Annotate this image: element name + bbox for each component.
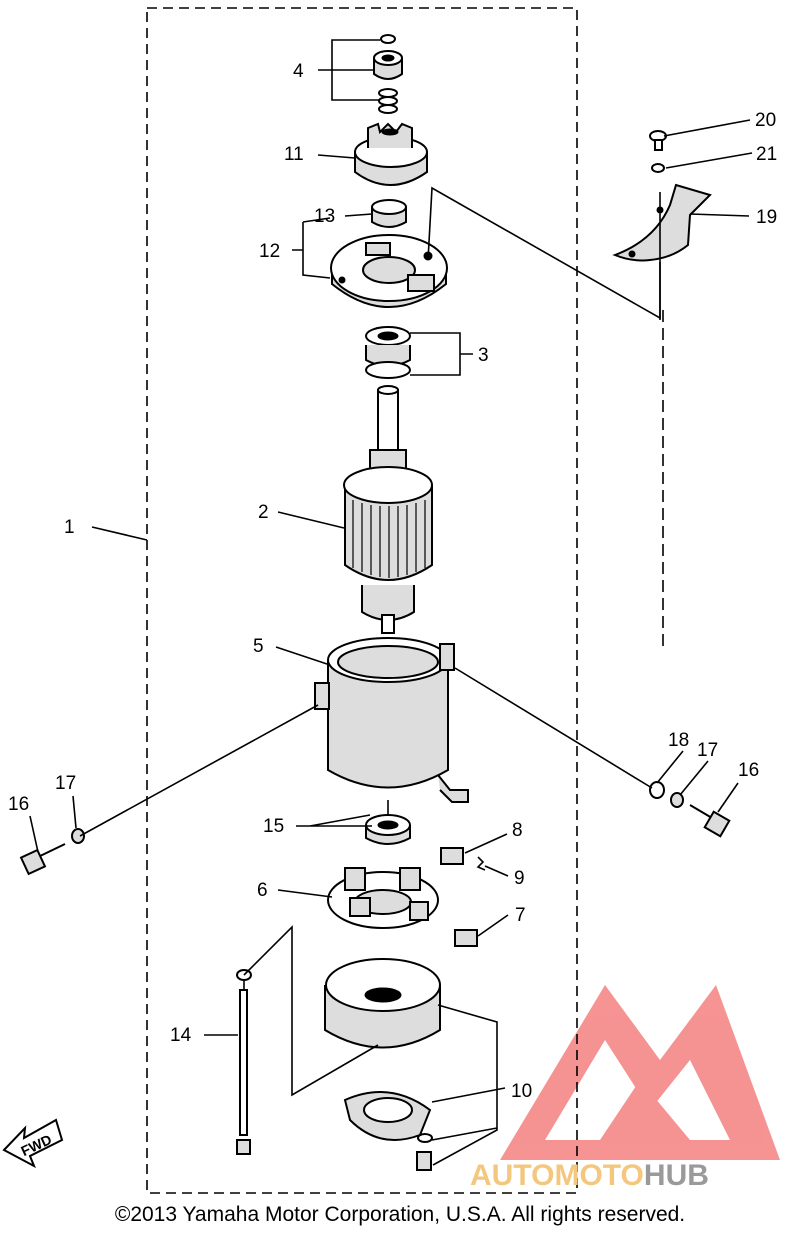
callout-7: 7 [515, 905, 526, 926]
part-21-washer [651, 163, 665, 173]
part-19-bracket [612, 183, 712, 262]
watermark-auto: AUTO [470, 1159, 554, 1192]
callout-13: 13 [314, 206, 335, 227]
part-10-rear-cover [324, 958, 441, 1171]
part-7-brush [454, 929, 478, 947]
part-5-yoke [314, 637, 469, 803]
part-4-collar-set [373, 34, 403, 114]
callout-20: 20 [755, 110, 776, 131]
callout-16-left: 16 [8, 794, 29, 815]
watermark-logo [500, 985, 780, 1160]
callout-1: 1 [64, 517, 75, 538]
callout-19: 19 [756, 207, 777, 228]
assembly-boundary [146, 7, 578, 1194]
fwd-arrow: FWD [2, 1118, 64, 1169]
part-15-washers [365, 814, 411, 845]
callout-11: 11 [284, 144, 304, 165]
watermark-moto: MOTO [554, 1159, 643, 1192]
connector-lines [79, 186, 664, 1097]
leader-lines [29, 39, 753, 1166]
callout-14: 14 [170, 1025, 192, 1046]
callout-8: 8 [512, 820, 523, 841]
callout-15: 15 [263, 816, 284, 837]
callout-18: 18 [668, 730, 689, 751]
copyright-notice: ©2013 Yamaha Motor Corporation, U.S.A. A… [114, 1203, 686, 1226]
part-13-bushing [371, 199, 407, 228]
callout-21: 21 [756, 144, 777, 165]
svg-text:AUTOMOTOHUB: AUTOMOTOHUB [470, 1159, 709, 1192]
callout-4: 4 [293, 61, 304, 82]
callout-12: 12 [259, 241, 280, 262]
callout-17-left: 17 [55, 773, 76, 794]
callout-5: 5 [253, 636, 264, 657]
callout-16-right: 16 [738, 760, 759, 781]
part-16-17-18-right-bolt [649, 781, 731, 838]
part-3-washers [365, 326, 411, 379]
part-11-pinion [354, 122, 428, 186]
part-12-front-bracket [330, 234, 448, 308]
callout-6: 6 [257, 880, 268, 901]
part-9-spring [476, 856, 486, 871]
part-8-brush [440, 847, 464, 865]
callout-labels: 1 2 3 4 5 6 7 8 9 10 11 12 13 14 15 16 1… [8, 61, 777, 1102]
callout-10: 10 [511, 1081, 532, 1102]
part-2-armature [343, 385, 433, 634]
part-6-brush-holder [327, 867, 439, 929]
watermark-hub: HUB [644, 1159, 709, 1192]
callout-17-right: 17 [697, 740, 718, 761]
callout-3: 3 [478, 345, 489, 366]
callout-2: 2 [258, 502, 269, 523]
part-14-through-bolt [236, 969, 252, 1155]
part-20-bolt [649, 130, 667, 151]
callout-9: 9 [514, 868, 525, 889]
part-16-17-left-bolt [19, 828, 85, 876]
watermark-text: AUTOMOTOHUB [470, 1159, 709, 1192]
